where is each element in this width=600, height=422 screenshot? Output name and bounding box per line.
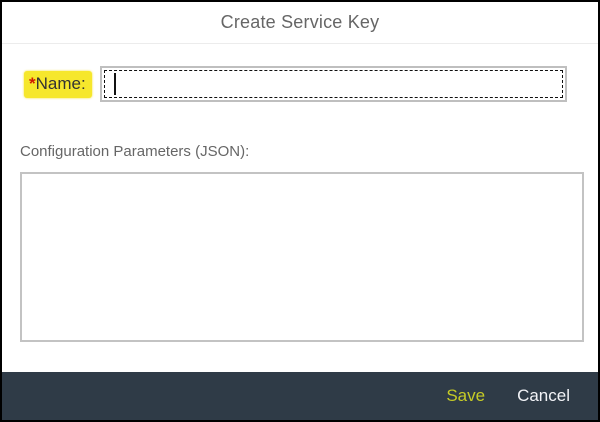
text-caret xyxy=(113,73,116,95)
config-params-label: Configuration Parameters (JSON): xyxy=(20,143,250,160)
save-button[interactable]: Save xyxy=(439,384,492,408)
name-input-wrap xyxy=(99,66,567,102)
required-asterisk: * xyxy=(29,73,36,93)
name-label-text: Name: xyxy=(35,73,86,93)
config-params-textarea[interactable] xyxy=(20,172,584,342)
name-input[interactable] xyxy=(99,66,567,102)
dialog-body: *Name: Configuration Parameters (JSON): xyxy=(2,44,598,372)
cancel-button[interactable]: Cancel xyxy=(510,384,577,408)
name-label: *Name: xyxy=(24,70,92,98)
dialog-header: Create Service Key xyxy=(2,2,598,44)
footer-bar: Save Cancel xyxy=(2,372,598,420)
name-row: *Name: xyxy=(2,66,598,102)
dialog-title: Create Service Key xyxy=(220,12,380,32)
